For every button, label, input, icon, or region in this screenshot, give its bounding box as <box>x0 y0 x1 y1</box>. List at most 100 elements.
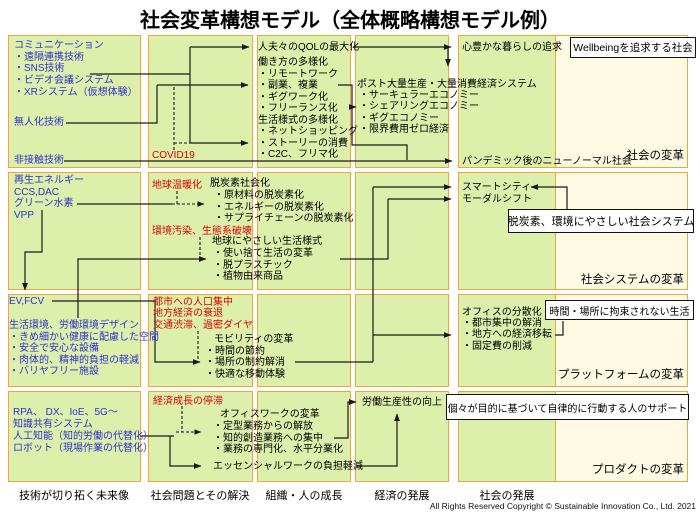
tech-item: 人工知能（知的労働の代替化） <box>13 430 153 442</box>
outcome-label-product-change: プロダクトの変革 <box>592 464 684 476</box>
copyright-text: All Rights Reserved Copyright © Sustaina… <box>429 501 696 511</box>
outcome-label-social-change: 社会の変革 <box>626 150 685 162</box>
outcome-box-free-life: 時間・場所に拘束されない生活 <box>545 300 694 320</box>
growth-item: ・時間の節約 <box>205 346 265 357</box>
panel-col3-row2 <box>257 172 351 290</box>
column-footer-society: 社会の発展 <box>479 490 535 502</box>
panel-col4-row2 <box>355 172 449 290</box>
problem-item: 都市への人口集中 <box>153 297 233 308</box>
outcome-label-system-change: 社会システムの変革 <box>580 274 684 286</box>
panel-col4-row3 <box>355 294 449 387</box>
column-footer-problems: 社会問題とその解決 <box>150 490 250 502</box>
economy-postmass-items: ・サーキュラーエコノミー ・シェアリングエコノミー ・ギグエコノミー ・限界費用… <box>359 90 479 136</box>
tech-item: ・ビデオ会議システム <box>14 75 114 87</box>
tech-communication-block: コミュニケーション ・遠隔連携技術 ・SNS技術 ・ビデオ会議システム ・XRシ… <box>14 40 138 99</box>
growth-item: ・原材料の脱炭素化 <box>214 190 304 201</box>
growth-lifestyle-title: 生活様式の多様化 <box>258 115 338 126</box>
panel-col5-row3 <box>458 294 556 387</box>
tech-item: ・きめ細かい健康に配慮した空間 <box>9 331 159 343</box>
society-richlife: 心豊かな暮らしの追求 <box>462 42 562 53</box>
growth-item: ・植物由来商品 <box>213 271 283 282</box>
economy-item: ・限界費用ゼロ経済 <box>359 124 449 136</box>
growth-item: ・C2C、フリマ化 <box>258 149 339 161</box>
society-item: ・地方への経済移転 <box>462 329 552 341</box>
column-footer-growth: 組織・人の成長 <box>265 490 343 502</box>
growth-mobility-title: モビリティの変革 <box>214 334 294 345</box>
growth-item: ・フリーランス化 <box>258 103 338 114</box>
growth-essential: エッセンシャルワークの負担軽減 <box>213 461 363 472</box>
tech-item: ロボット（現場作業の代替化） <box>13 442 153 454</box>
tech-ev: EV,FCV <box>9 296 45 307</box>
tech-item: ・肉体的、精神的負担の軽減 <box>9 354 139 366</box>
growth-officework-title: オフィスワークの変革 <box>220 409 320 420</box>
panel-col5-row1 <box>458 35 556 168</box>
tech-livingenv-title: 生活環境、労働環境デザイン <box>9 320 139 331</box>
economy-productivity: 労働生産性の向上 <box>362 397 442 408</box>
growth-item: ・快適な移動体験 <box>205 368 285 380</box>
growth-lifestyle-block: 生活様式の多様化 ・ネットショッピング ・ストーリーの消費 ・C2C、フリマ化 <box>258 115 358 161</box>
growth-item: ・定型業務からの解放 <box>213 421 313 432</box>
growth-ecolife-items: ・使い捨て生活の変革 ・脱プラスチック ・植物由来商品 <box>213 248 313 283</box>
problem-warming: 地球温暖化 <box>152 180 202 191</box>
growth-workstyle-title: 働き方の多様化 <box>258 57 328 68</box>
outcome-box-decarbon-system: 脱炭素、環境にやさしい社会システム <box>508 209 694 233</box>
tech-item: ・遠隔連携技術 <box>14 51 84 63</box>
panel-col3-row1 <box>257 35 351 168</box>
growth-item: ・使い捨て生活の変革 <box>213 248 313 259</box>
panel-col2-row1 <box>148 35 253 168</box>
tech-livingenv-block: 生活環境、労働環境デザイン ・きめ細かい健康に配慮した空間 ・安全で安心な設備 … <box>9 320 159 378</box>
problem-stagnation: 経済成長の停滞 <box>153 396 223 407</box>
growth-item: ・サプライチェーンの脱炭素化 <box>214 213 354 224</box>
society-officedist-title: オフィスの分散化 <box>462 307 542 318</box>
tech-item: 知識共有システム <box>13 418 93 430</box>
outcome-label-platform-change: プラットフォームの変革 <box>557 369 684 381</box>
growth-mobility-items: ・時間の節約 ・場所の制約解消 ・快適な移動体験 <box>205 346 285 380</box>
growth-item: ・ギグワーク化 <box>258 91 328 103</box>
growth-decarbon-title: 脱炭素社会化 <box>210 178 270 189</box>
growth-decarbon-items: ・原材料の脱炭素化 ・エネルギーの脱炭素化 ・サプライチェーンの脱炭素化 <box>214 190 354 225</box>
outcome-box-decarbon-system-label: 脱炭素、環境にやさしい社会システム <box>507 216 695 228</box>
outcome-box-autonomous-label: 個々が目的に基づいて自律的に行動する人のサポート <box>447 403 688 415</box>
column-footer-economy: 経済の発展 <box>374 490 430 502</box>
panel-col3-row3 <box>257 294 351 387</box>
problem-item: 交通渋滞、過密ダイヤ <box>153 319 253 331</box>
economy-item: ・シェアリングエコノミー <box>359 101 479 113</box>
tech-item: ・XRシステム（仮想体験） <box>14 86 138 98</box>
growth-workstyle-block: 働き方の多様化 ・リモートワーク ・副業、複業 ・ギグワーク化 ・フリーランス化 <box>258 57 338 115</box>
outcome-box-wellbeing: Wellbeingを追求する社会 <box>570 37 696 58</box>
growth-item: ・ストーリーの消費 <box>258 137 348 149</box>
outcome-box-wellbeing-label: Wellbeingを追求する社会 <box>573 42 693 54</box>
economy-postmass-title: ポスト大量生産・大量消費経済システム <box>357 79 537 90</box>
growth-item: ・ネットショッピング <box>258 126 358 138</box>
tech-item: 再生エネルギー <box>14 175 84 186</box>
growth-item: ・副業、複業 <box>258 80 318 91</box>
tech-item: ・SNS技術 <box>14 63 65 75</box>
growth-officework-items: ・定型業務からの解放 ・知的創造業務への集中 ・業務の専門化、水平分業化 <box>213 421 343 456</box>
society-officedist-items: ・都市集中の解消 ・地方への経済移転 ・固定費の削減 <box>462 318 552 352</box>
growth-item: ・知的創造業務への集中 <box>213 432 323 444</box>
tech-communication-title: コミュニケーション <box>14 40 104 51</box>
economy-item: ・ギグエコノミー <box>359 112 439 124</box>
growth-item: ・場所の制約解消 <box>205 357 285 369</box>
outcome-box-free-life-label: 時間・場所に拘束されない生活 <box>549 306 690 318</box>
economy-item: ・サーキュラーエコノミー <box>359 90 479 101</box>
tech-digital-block: RPA、 DX、IoE、5G～ 知識共有システム 人工知能（知的労働の代替化） … <box>13 407 153 455</box>
tech-energy-block: 再生エネルギー CCS,DAC グリーン水素 VPP <box>14 175 84 222</box>
tech-item: CCS,DAC <box>14 186 60 198</box>
problem-covid: COVID19 <box>152 150 195 161</box>
tech-item: RPA、 DX、IoE、5G～ <box>13 407 118 418</box>
page-title: 社会変革構想モデル（全体概略構想モデル例） <box>140 10 560 32</box>
tech-item: ・バリヤフリー施設 <box>9 366 99 377</box>
tech-item: ・安全で安心な設備 <box>9 343 99 354</box>
society-item: ・都市集中の解消 <box>462 318 542 329</box>
society-modalshift: モーダルシフト <box>462 194 532 205</box>
tech-unmanned: 無人化技術 <box>14 117 64 128</box>
society-smartcity: スマートシティ <box>462 182 532 193</box>
growth-qol: 人夫々のQOLの最大化 <box>258 42 360 53</box>
growth-ecolife-title: 地球にやさしい生活様式 <box>212 236 322 247</box>
growth-item: ・業務の専門化、水平分業化 <box>213 444 343 456</box>
problem-item: 地方経済の衰退 <box>153 308 223 320</box>
tech-item: グリーン水素 <box>14 198 74 210</box>
growth-item: ・脱プラスチック <box>213 259 293 271</box>
